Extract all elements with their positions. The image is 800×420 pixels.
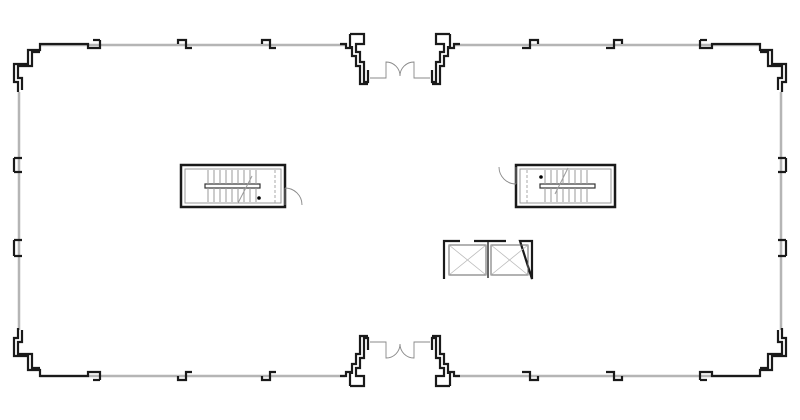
south-entrance: [338, 334, 462, 388]
double-door-north: [370, 61, 430, 79]
wall-columns: [12, 38, 788, 382]
corner-bottom-left: [12, 326, 102, 382]
pier-north-left: [338, 32, 370, 86]
pier-south-left: [338, 334, 370, 388]
stair-core-left: [179, 163, 303, 209]
double-door-south: [370, 341, 430, 359]
corner-top-left: [12, 38, 102, 94]
north-entrance: [338, 32, 462, 86]
corner-top-right: [698, 38, 788, 94]
elevator-bank: [442, 239, 534, 280]
stair-door-right: [498, 166, 517, 185]
stair-door-left: [284, 187, 303, 206]
elevator-car-1: [448, 244, 487, 276]
pier-north-right: [430, 32, 462, 86]
pier-south-right: [430, 334, 462, 388]
corner-bottom-right: [698, 326, 788, 382]
exterior-glazing: [17, 43, 783, 378]
stair-core-right: [498, 163, 617, 209]
elevator-car-2: [490, 244, 529, 276]
